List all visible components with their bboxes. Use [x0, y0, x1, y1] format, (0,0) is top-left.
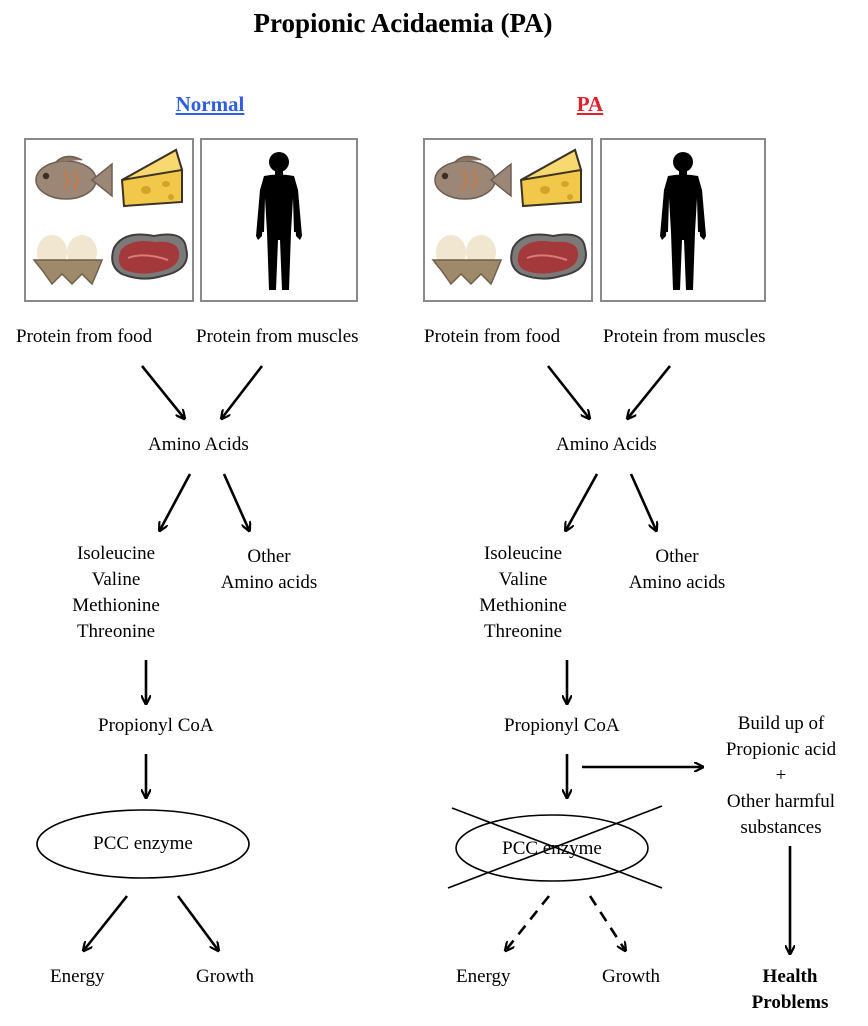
other-amino-line: Other [247, 546, 291, 567]
normal-growth-label: Growth [196, 966, 255, 987]
enzyme-cross-line [451, 807, 663, 889]
buildup-line: substances [740, 817, 822, 838]
arrow-amino-to-branch-right [629, 473, 656, 530]
food-image-box [423, 138, 593, 302]
other-amino-line: Other [655, 546, 699, 567]
pa-buildup-label: Build up of Propionic acid + Other harmf… [706, 711, 856, 841]
normal-enzyme-label: PCC enzyme [93, 833, 193, 854]
amino-acid-item: Methionine [72, 595, 160, 616]
fish-icon [35, 155, 113, 200]
eggs-icon [431, 235, 503, 286]
steak-icon [111, 233, 188, 280]
steak-icon [510, 233, 587, 280]
enzyme-cross-line [447, 805, 663, 889]
other-amino-line: Amino acids [220, 572, 318, 593]
pa-header: PA [576, 92, 604, 116]
arrow-muscles-to-amino [222, 365, 264, 418]
arrow-food-to-amino [140, 365, 184, 418]
pa-enzyme-ellipse [455, 814, 649, 882]
arrow-enzyme-to-growth-dashed [588, 895, 625, 950]
arrow-food-to-amino [546, 365, 589, 418]
arrow-enzyme-to-energy [84, 895, 129, 950]
normal-protein-food-label: Protein from food [16, 326, 153, 347]
pa-branch-left: Isoleucine Valine Methionine Threonine [457, 541, 589, 645]
fish-icon [434, 155, 512, 200]
normal-enzyme-ellipse [36, 809, 250, 879]
pa-amino-acids-label: Amino Acids [556, 434, 657, 455]
arrow-enzyme-to-growth [176, 895, 218, 950]
arrow-amino-to-branch-left [160, 473, 192, 530]
amino-acid-item: Threonine [483, 621, 563, 642]
buildup-line: Build up of [737, 713, 825, 734]
buildup-line: Other harmful [726, 791, 836, 812]
arrow-amino-to-branch-left [566, 473, 599, 530]
normal-branch-right: Other Amino acids [204, 544, 334, 596]
muscle-image-box [200, 138, 358, 302]
pa-protein-muscles-label: Protein from muscles [603, 326, 766, 347]
amino-acid-item: Isoleucine [76, 543, 156, 564]
amino-acid-item: Valine [498, 569, 548, 590]
pa-health-problems-label: Health Problems [751, 966, 829, 1013]
diagram-title: Propionic Acidaemia (PA) [253, 8, 553, 38]
cheese-icon [519, 148, 583, 208]
muscle-image-box [600, 138, 766, 302]
pa-growth-label: Growth [602, 966, 661, 987]
pa-propionyl-label: Propionyl CoA [504, 715, 620, 736]
normal-amino-acids-label: Amino Acids [148, 434, 249, 455]
normal-energy-label: Energy [50, 966, 105, 987]
other-amino-line: Amino acids [628, 572, 726, 593]
buildup-line: + [775, 765, 787, 786]
eggs-icon [32, 235, 104, 286]
normal-propionyl-label: Propionyl CoA [98, 715, 214, 736]
normal-protein-muscles-label: Protein from muscles [196, 326, 359, 347]
pa-protein-food-label: Protein from food [424, 326, 561, 347]
normal-header: Normal [175, 92, 245, 116]
amino-acid-item: Isoleucine [483, 543, 563, 564]
arrow-muscles-to-amino [628, 365, 672, 418]
amino-acid-item: Valine [91, 569, 141, 590]
food-image-box [24, 138, 194, 302]
arrow-enzyme-to-energy-dashed [506, 895, 551, 950]
arrow-amino-to-branch-right [222, 473, 249, 530]
amino-acid-item: Threonine [76, 621, 156, 642]
human-silhouette-icon [660, 152, 706, 290]
human-silhouette-icon [256, 152, 302, 290]
pa-branch-right: Other Amino acids [612, 544, 742, 596]
normal-branch-left: Isoleucine Valine Methionine Threonine [50, 541, 182, 645]
buildup-line: Propionic acid [725, 739, 837, 760]
pa-energy-label: Energy [456, 966, 511, 987]
cheese-icon [120, 148, 184, 208]
amino-acid-item: Methionine [479, 595, 567, 616]
